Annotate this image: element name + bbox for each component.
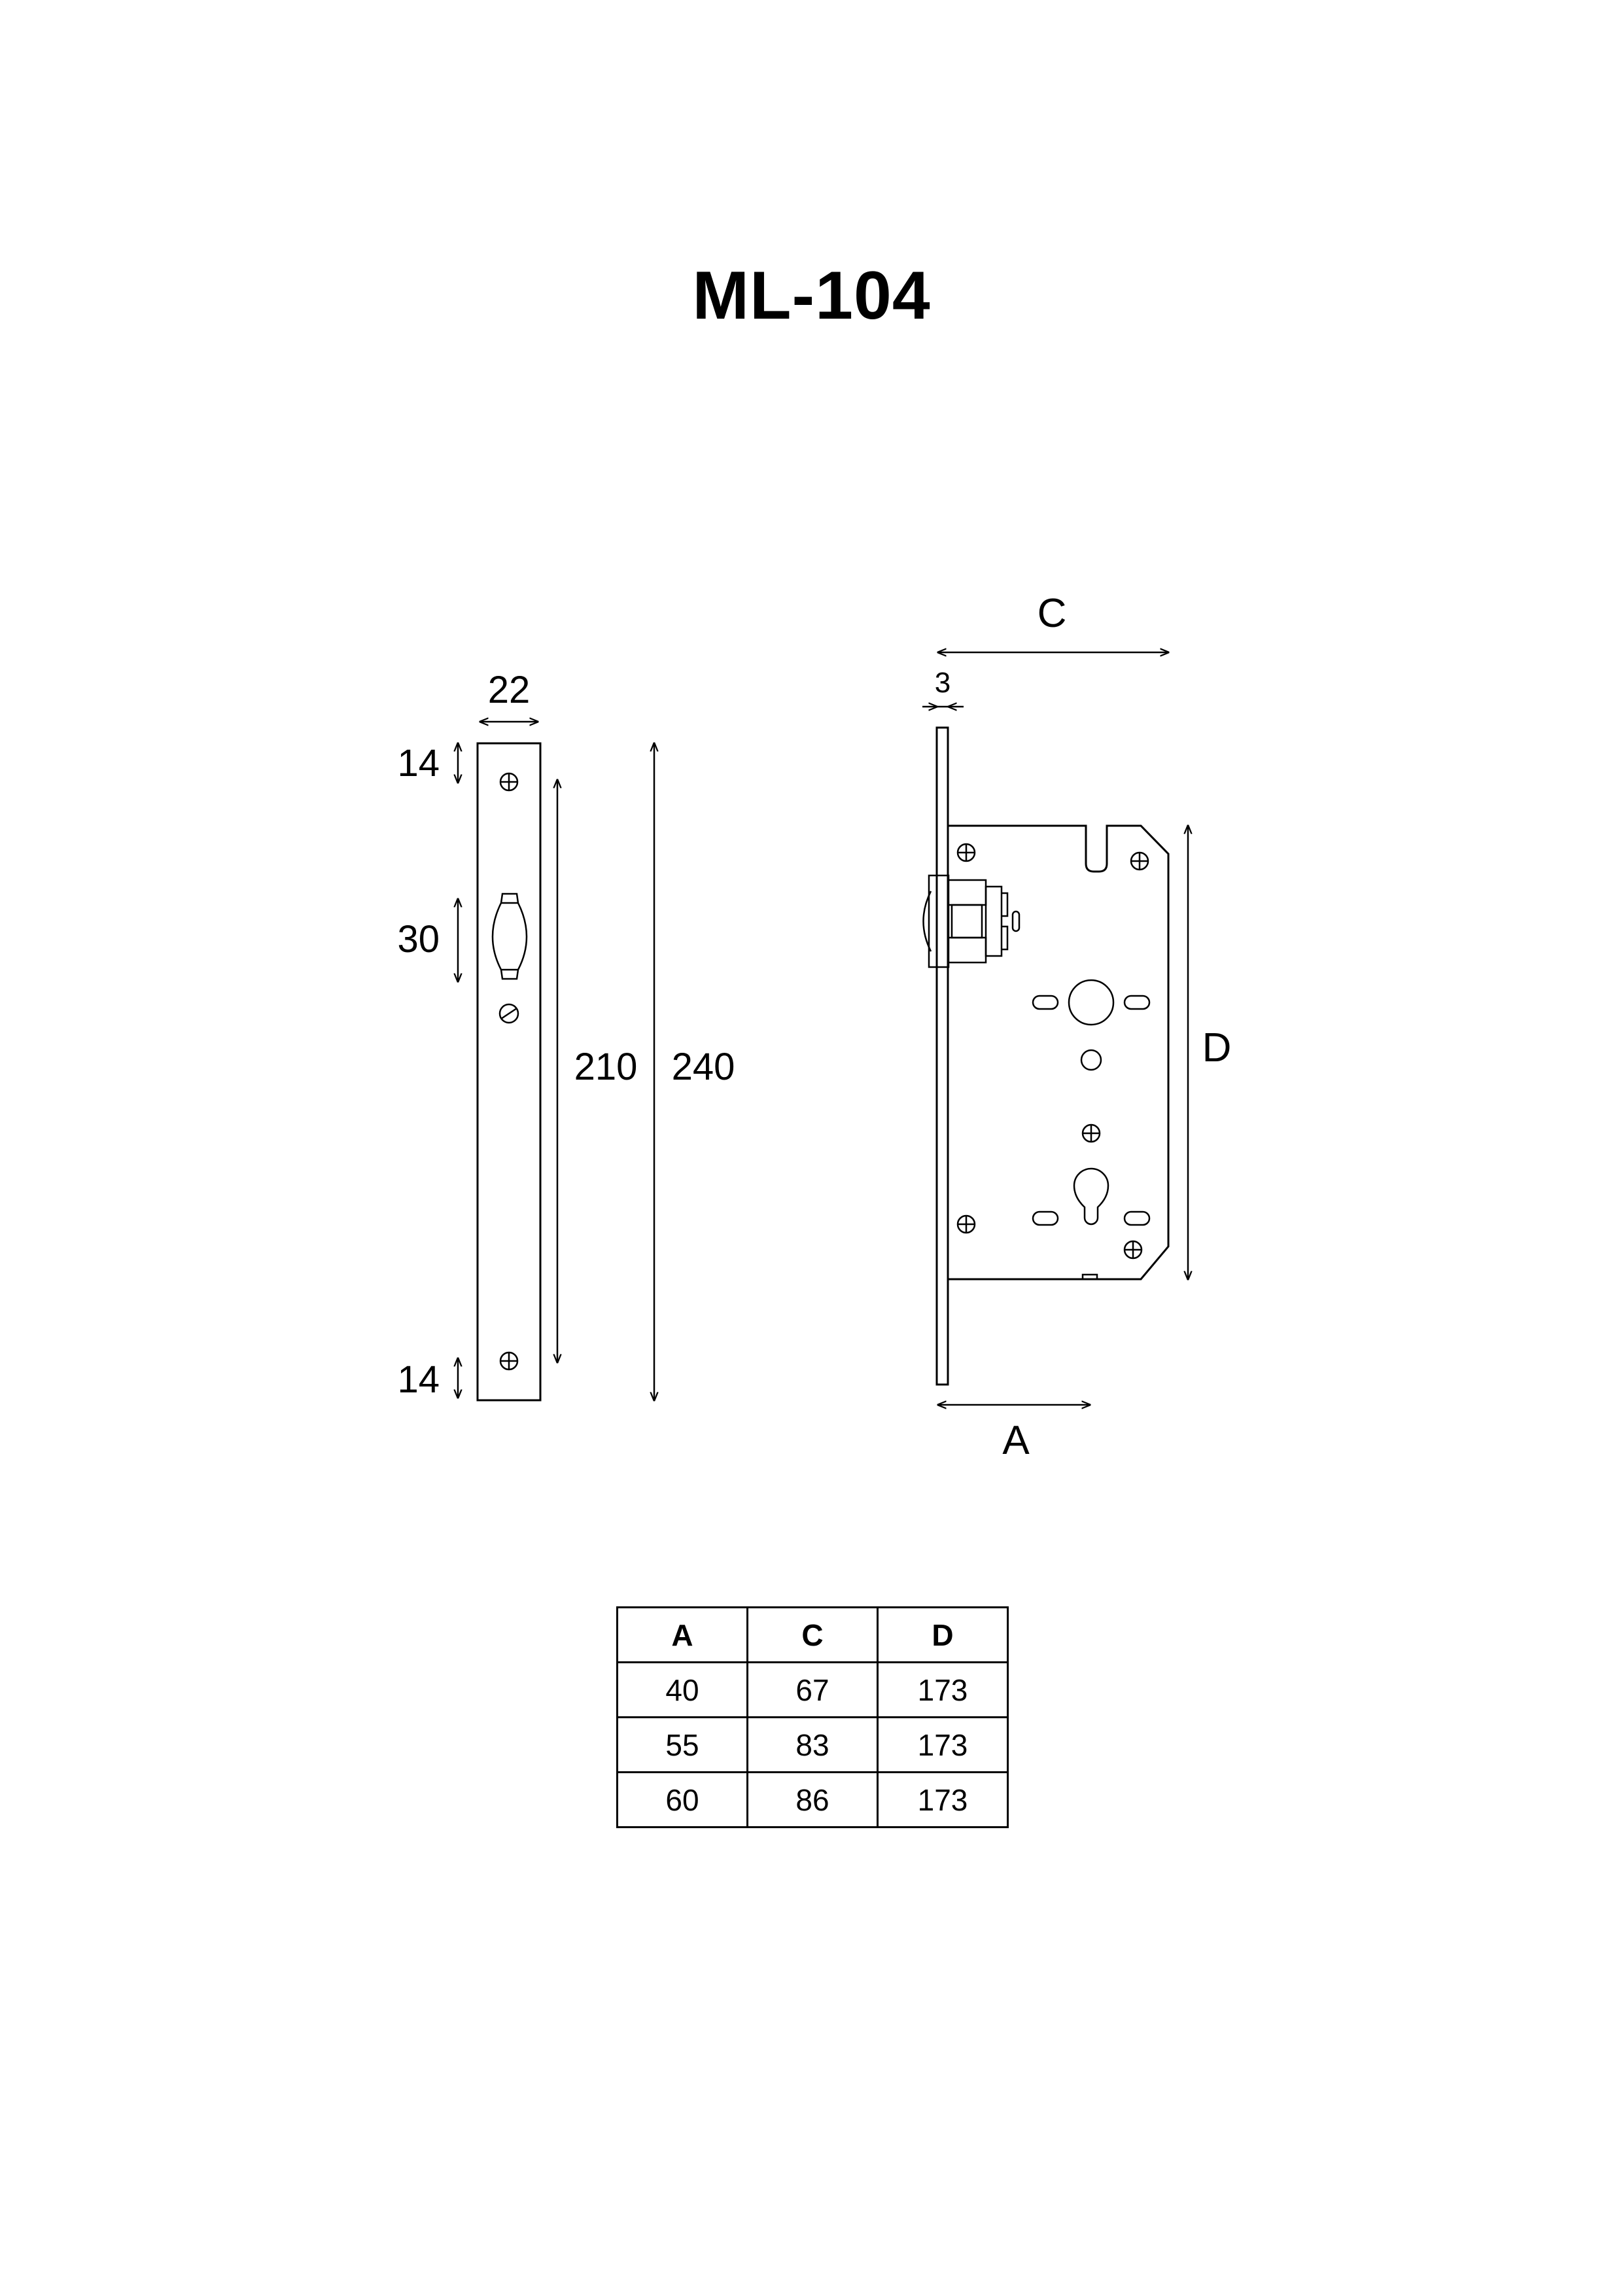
table-cell: 173	[877, 1771, 1009, 1828]
case-screw-top-left-icon	[956, 843, 976, 862]
latch-bolt-icon	[491, 892, 528, 980]
table-header-row: A C D	[616, 1606, 1009, 1663]
table-header-a: A	[616, 1606, 748, 1663]
case-screw-top-right-icon	[1130, 851, 1149, 871]
case-bottom-notch	[1081, 1273, 1098, 1280]
table-cell: 55	[616, 1716, 748, 1773]
side-view: C 3 D A	[922, 591, 1231, 1463]
total-length-label: 240	[672, 1046, 735, 1088]
latch-mechanism-icon	[922, 874, 1021, 968]
table-cell: 40	[616, 1661, 748, 1718]
side-faceplate	[935, 726, 949, 1386]
table-cell: 173	[877, 1716, 1009, 1773]
table-row: 60 86 173	[616, 1771, 1009, 1828]
a-dimension-label: A	[1002, 1418, 1030, 1463]
width-dimension-label: 22	[488, 669, 531, 711]
cylinder-hole-icon	[1032, 1167, 1151, 1226]
inner-length-label: 210	[574, 1046, 638, 1088]
case-screw-bottom-right-icon	[1123, 1240, 1143, 1260]
d-dimension-label: D	[1202, 1025, 1232, 1070]
dimension-table: A C D 40 67 173 55 83 173 60 86 173	[616, 1606, 1009, 1828]
top-screw-icon	[499, 772, 519, 792]
front-view: 22 14 30 14 210 240	[397, 669, 735, 1402]
table-cell: 86	[746, 1771, 879, 1828]
c-dimension-label: C	[1038, 591, 1067, 636]
latch-dimension-label: 30	[397, 918, 440, 961]
top-offset-label: 14	[397, 742, 440, 785]
table-header-c: C	[746, 1606, 879, 1663]
table-header-d: D	[877, 1606, 1009, 1663]
plate-thickness-label: 3	[935, 667, 951, 699]
lock-case-outline	[948, 824, 1170, 1280]
table-row: 40 67 173	[616, 1661, 1009, 1718]
case-screw-bottom-left-icon	[956, 1214, 976, 1234]
faceplate-outline	[476, 742, 542, 1402]
slotted-screw-icon	[498, 1003, 519, 1024]
table-cell: 83	[746, 1716, 879, 1773]
bottom-offset-label: 14	[397, 1358, 440, 1401]
table-row: 55 83 173	[616, 1716, 1009, 1773]
spindle-hole-icon	[1032, 979, 1151, 1071]
table-cell: 60	[616, 1771, 748, 1828]
table-cell: 173	[877, 1661, 1009, 1718]
bottom-screw-icon	[499, 1351, 519, 1371]
drawing-title: ML-104	[692, 258, 931, 334]
case-screw-middle-icon	[1081, 1123, 1101, 1143]
table-cell: 67	[746, 1661, 879, 1718]
